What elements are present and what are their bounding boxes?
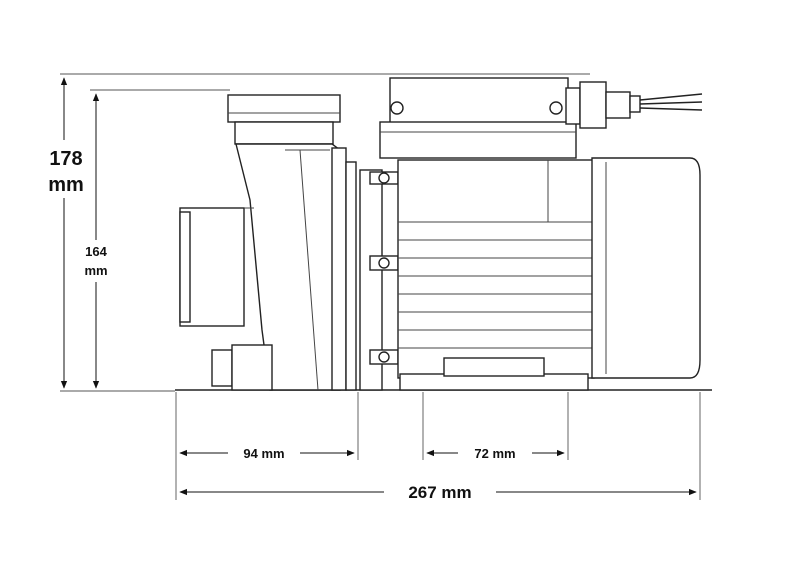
svg-text:72 mm: 72 mm [474,446,515,461]
overall-height-value: 178 [49,148,82,170]
seal-plate [359,169,399,391]
overall-height-unit: mm [48,174,84,196]
svg-text:mm: mm [84,263,107,278]
overall-length-label: 267 mm [408,483,471,502]
svg-text:94 mm: 94 mm [243,446,284,461]
svg-text:164: 164 [85,244,107,259]
inlet-width-label: 94 mm [243,446,284,461]
motor-body [397,159,595,379]
motor-feet [399,357,589,391]
terminal-box [379,77,577,159]
pump-housing [179,94,357,391]
body-height-unit: mm [84,263,107,278]
svg-text:178: 178 [49,148,82,170]
extension-lines [60,73,701,500]
foot-spacing-label: 72 mm [474,446,515,461]
body-height-value: 164 [85,244,107,259]
svg-text:267 mm: 267 mm [408,483,471,502]
motor-end-cap [591,157,701,379]
svg-text:mm: mm [48,174,84,196]
cable-gland [565,81,703,129]
